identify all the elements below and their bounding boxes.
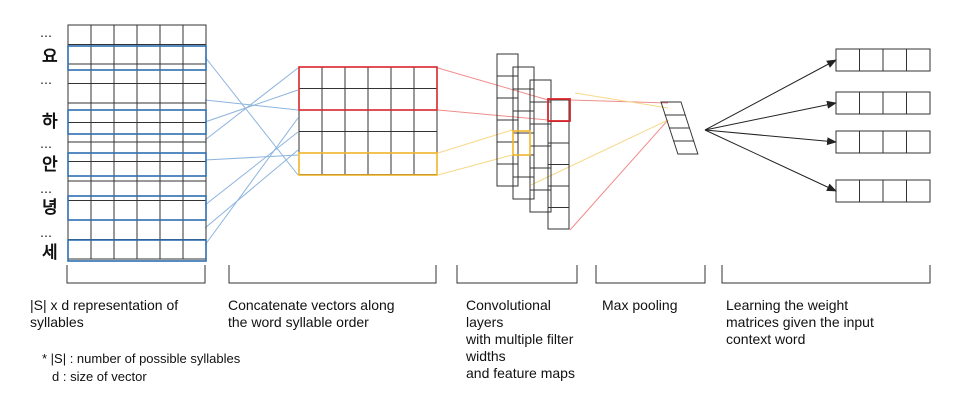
red-connector-line [437,67,549,101]
output-vectors [835,48,931,203]
output-vector-cell [906,130,931,154]
syllable-label-yo: 요 [42,47,58,67]
yellow-connector-line [574,92,669,109]
red-connector-line [569,99,669,104]
output-vector-cell [882,91,907,115]
ellipsis-mark: … [40,182,53,196]
caption-learning: Learning the weight matrices given the i… [726,297,874,347]
connector-lines [204,56,669,246]
caption-concatenate: Concatenate vectors along the word sylla… [228,297,395,330]
stage-bracket [228,265,437,284]
syllable-highlight-box [67,152,207,177]
blue-connector-line [204,149,299,229]
concatenated-matrix [298,66,438,176]
syllable-matrix [67,24,207,262]
syllable-highlight-box [67,195,207,221]
output-arrows [704,59,837,192]
stage-bracket [66,265,206,284]
blue-connector-line [204,67,299,141]
feature-map-cell [512,154,535,178]
yellow-connector-line [437,129,513,154]
yellow-connector-line [437,154,513,176]
output-vector-cell [859,179,884,203]
feature-map-cell [512,176,535,200]
output-vector-cell [859,91,884,115]
ellipsis-mark: … [40,73,53,87]
feature-map-cell [512,132,535,156]
max-pooling-vector [660,101,699,155]
output-vector-cell [906,48,931,72]
output-vector-cell [882,179,907,203]
yellow-connector-line [530,119,669,186]
caption-convolution: Convolutional layers with multiple filte… [466,297,575,381]
feature-map-cell [512,110,535,134]
output-arrow [704,100,837,131]
footnote-vector-size: d : size of vector [52,369,147,384]
output-vector-cell [859,130,884,154]
blue-connector-line [204,131,299,206]
output-vector-cell [906,91,931,115]
pooling-cells [660,101,699,155]
feature-map-cell [529,189,552,213]
syllable-labels: … 요 … 하 … 안 … 녕 … 세 [40,26,58,263]
pooling-cell [673,140,699,155]
stage-bracket [721,265,931,284]
feature-map-cell [512,88,535,112]
feature-map-cell [496,53,519,77]
stage-brackets [66,265,931,284]
blue-connector-line [204,117,299,246]
syllable-label-ha: 하 [42,112,58,132]
pooling-cell [668,127,695,142]
feature-map-cell [496,75,519,99]
ellipsis-mark: … [40,226,53,240]
blue-connector-line [204,99,299,111]
syllable-highlight-box [67,109,207,135]
red-filter-window [298,66,438,111]
syllable-label-nyeong: 녕 [42,197,58,218]
feature-map-cell [496,141,519,165]
ellipsis-mark: … [40,137,53,151]
ellipsis-mark: … [40,26,53,40]
output-vector-cell [835,179,860,203]
output-vector-cell [835,48,860,72]
syllable-label-se: 세 [42,243,58,263]
syllable-highlight-box [67,45,207,71]
output-vector-cell [882,48,907,72]
feature-map-cell [496,163,519,187]
output-arrow [704,129,837,146]
yellow-filter-window [298,152,438,176]
feature-map-cell [547,207,570,230]
output-arrow [704,59,837,131]
output-vector-cell [835,91,860,115]
caption-matrix: |S| x d representation of syllables [30,297,179,330]
red-feature-cell [547,98,571,122]
caption-max-pooling: Max pooling [602,297,678,313]
yellow-feature-cell [512,130,531,156]
output-vector-cell [906,179,931,203]
red-connector-line [569,119,669,231]
blue-connector-line [204,154,299,161]
stage-bracket [595,265,706,284]
output-vector-cell [859,48,884,72]
convolution-feature-maps [496,53,571,230]
stage-bracket [456,265,578,284]
blue-connector-line [204,89,299,123]
feature-map-cell [512,66,535,90]
pooling-cell [664,114,691,129]
output-vector-cell [882,130,907,154]
output-arrow [704,129,837,192]
pooling-cell [660,101,686,116]
syllable-label-an: 안 [42,155,58,175]
output-vector-cell [835,130,860,154]
syllable-highlight-box [67,239,207,262]
footnote-syllables: * |S| : number of possible syllables [42,351,241,366]
